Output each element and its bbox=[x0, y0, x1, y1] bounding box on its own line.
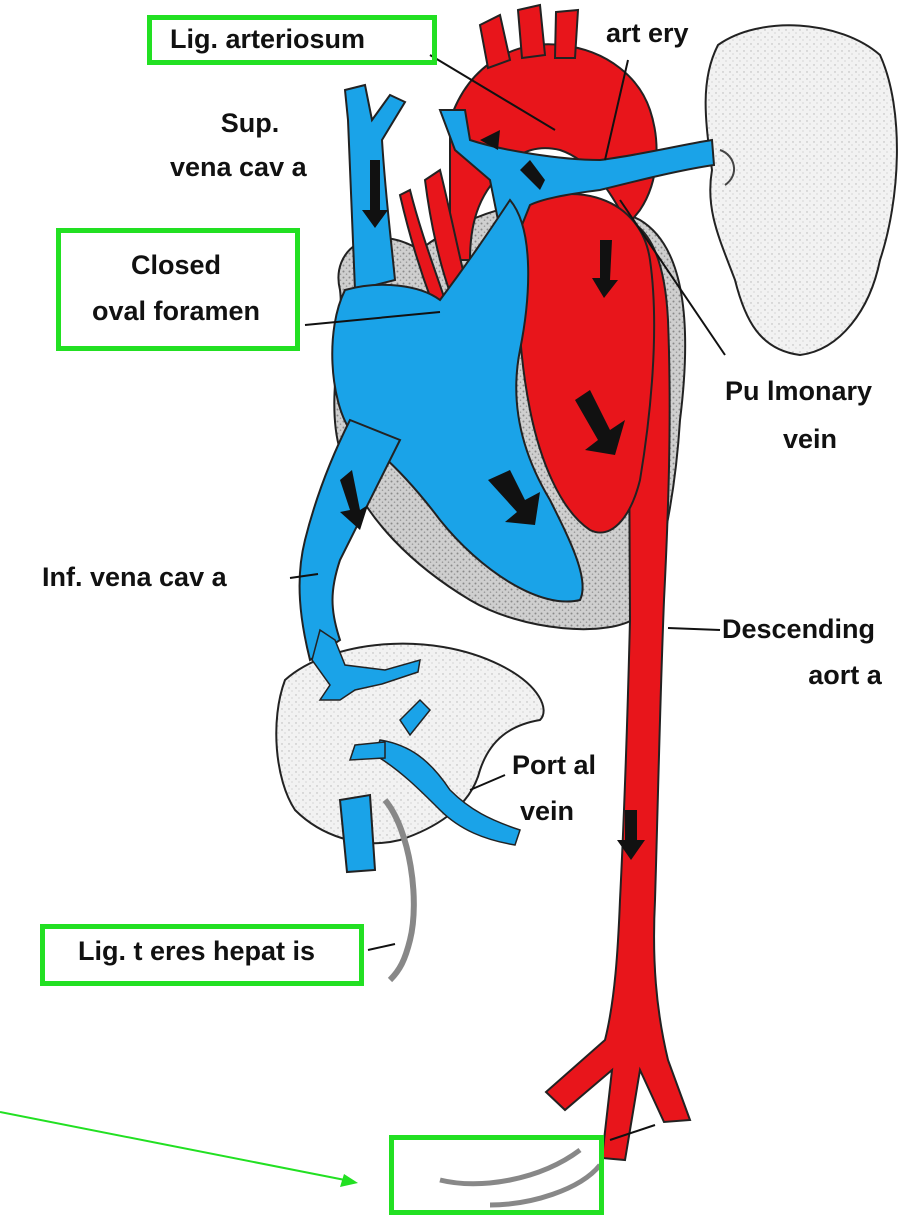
inferior-vena-cava bbox=[300, 420, 400, 660]
label-lig-arteriosum: Lig. arteriosum bbox=[170, 24, 365, 55]
label-pulmonary-1: Pu lmonary bbox=[725, 376, 872, 407]
highlight-box-bottom bbox=[389, 1135, 604, 1215]
highlight-box-closed-oval-foramen bbox=[56, 228, 300, 351]
label-sup-vena-cava-1: Sup. bbox=[190, 108, 310, 139]
lung-shape bbox=[706, 25, 897, 355]
label-lig-teres: Lig. t eres hepat is bbox=[78, 936, 315, 967]
label-descending-1: Descending bbox=[722, 614, 875, 645]
label-sup-vena-cava-2: vena cav a bbox=[170, 152, 307, 183]
label-descending-2: aort a bbox=[790, 660, 900, 691]
label-portal-1: Port al bbox=[512, 750, 596, 781]
label-inf-vena-cava: Inf. vena cav a bbox=[42, 562, 227, 593]
label-artery: art ery bbox=[606, 18, 689, 49]
label-portal-2: vein bbox=[520, 796, 574, 827]
pointer-arrow bbox=[0, 1112, 358, 1187]
label-closed-1: Closed bbox=[96, 250, 256, 281]
label-pulmonary-2: vein bbox=[760, 424, 860, 455]
label-closed-2: oval foramen bbox=[92, 296, 260, 327]
